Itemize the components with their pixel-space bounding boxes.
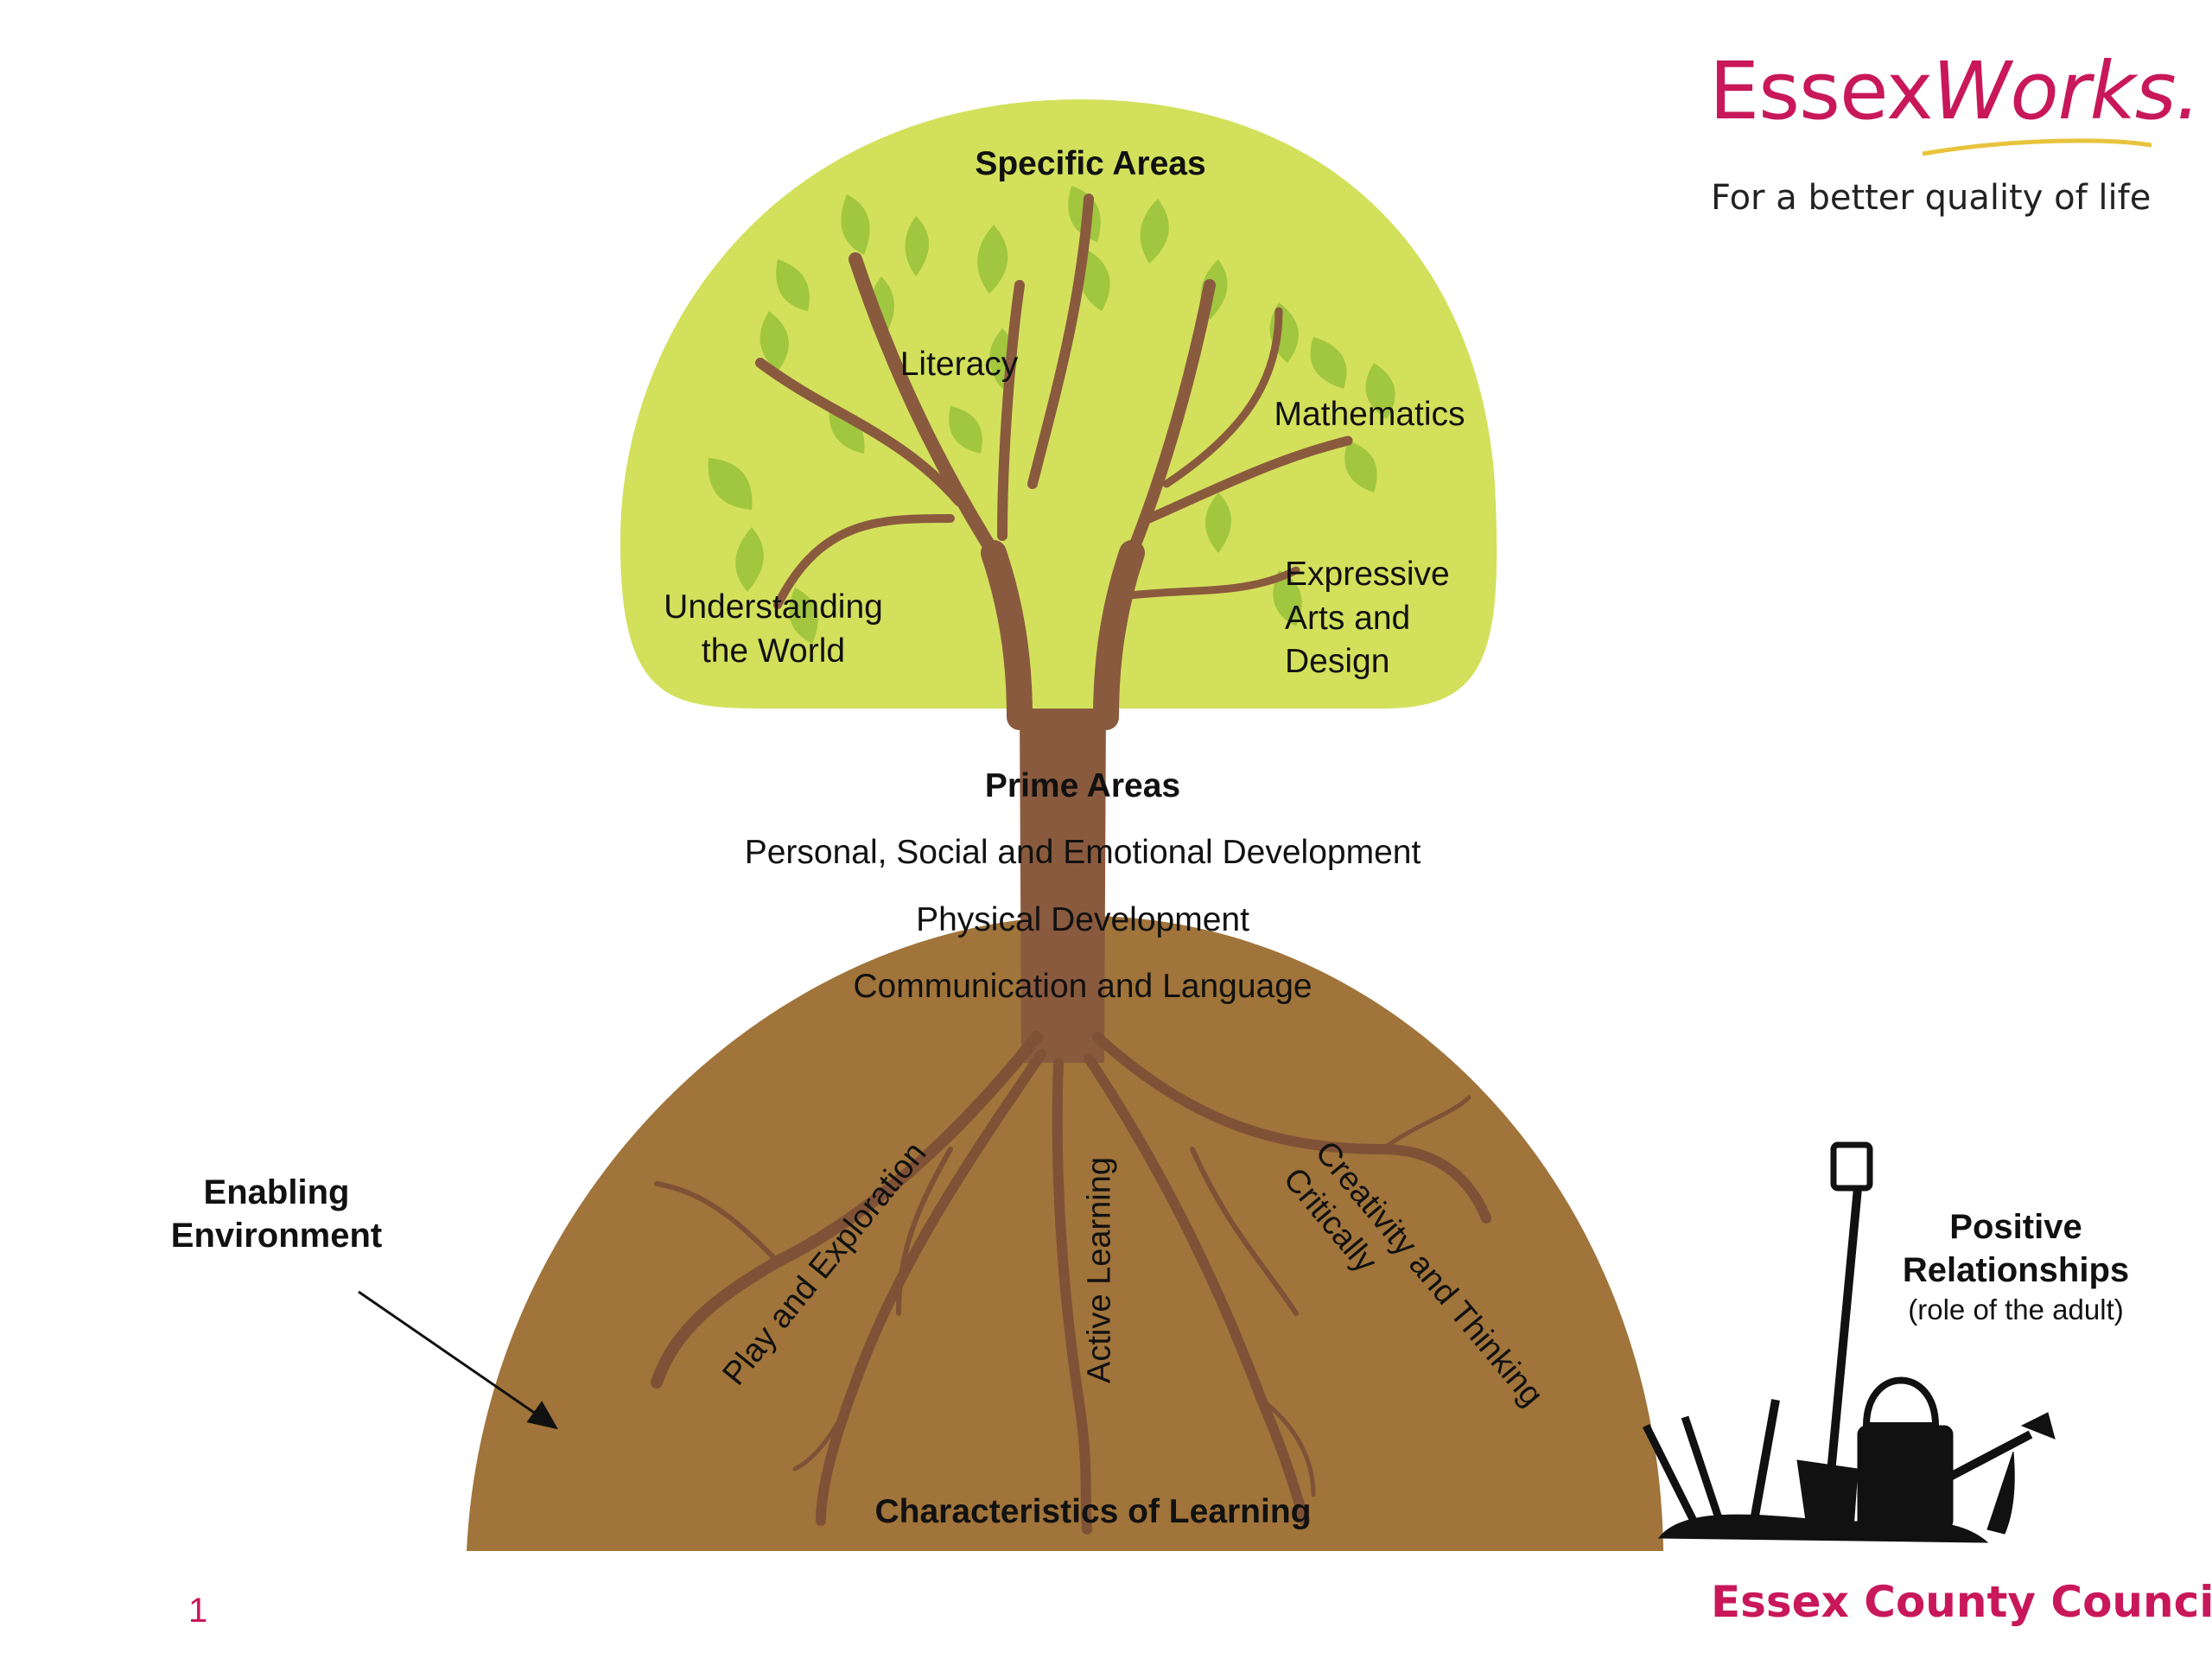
literacy-label: Literacy bbox=[899, 346, 1019, 383]
understanding-line2: the World bbox=[701, 632, 846, 670]
expressive-line1: Expressive bbox=[1285, 556, 1450, 593]
council-name: Essex County Council bbox=[1711, 1577, 2212, 1627]
page-number: 1 bbox=[188, 1592, 208, 1630]
relationships-line2: Relationships bbox=[1902, 1251, 2130, 1289]
logo-swoosh bbox=[1922, 138, 2152, 156]
canopy-shape bbox=[620, 99, 1497, 709]
characteristics-title: Characteristics of Learning bbox=[874, 1493, 1312, 1530]
prime-area-communication: Communication and Language bbox=[853, 968, 1313, 1005]
enabling-line2: Environment bbox=[170, 1217, 383, 1255]
tree-trunk bbox=[1020, 709, 1106, 1063]
expressive-arts-label: Expressive Arts and Design bbox=[1285, 553, 1450, 684]
tree-roots bbox=[651, 1031, 1491, 1535]
understanding-world-label: Understanding the World bbox=[664, 586, 883, 673]
enabling-arrow bbox=[358, 1290, 558, 1430]
logo-main-text: Essex bbox=[1709, 45, 1933, 137]
relationships-line3: (role of the adult) bbox=[1908, 1294, 2124, 1325]
enabling-line1: Enabling bbox=[203, 1173, 350, 1211]
tree-branches bbox=[755, 194, 1353, 730]
gardening-tools-icon bbox=[1642, 1141, 2056, 1543]
relationships-line1: Positive bbox=[1949, 1208, 2082, 1246]
prime-areas-title: Prime Areas bbox=[984, 767, 1181, 804]
prime-area-psed: Personal, Social and Emotional Developme… bbox=[744, 834, 1421, 871]
active-learning-label: Active Learning bbox=[1081, 1157, 1118, 1383]
understanding-line1: Understanding bbox=[664, 588, 883, 626]
enabling-environment-label: Enabling Environment bbox=[171, 1171, 382, 1257]
logo-script-text: Works. bbox=[1932, 45, 2201, 137]
positive-relationships-label: Positive Relationships (role of the adul… bbox=[1903, 1205, 2129, 1327]
expressive-line2: Arts and bbox=[1285, 599, 1411, 637]
prime-area-physical: Physical Development bbox=[916, 901, 1249, 938]
brand-tagline: For a better quality of life bbox=[1711, 178, 2152, 218]
mathematics-label: Mathematics bbox=[1274, 396, 1465, 433]
expressive-line3: Design bbox=[1285, 643, 1390, 681]
specific-areas-title: Specific Areas bbox=[975, 145, 1206, 182]
essexworks-logo: EssexWorks. bbox=[1709, 45, 2201, 137]
